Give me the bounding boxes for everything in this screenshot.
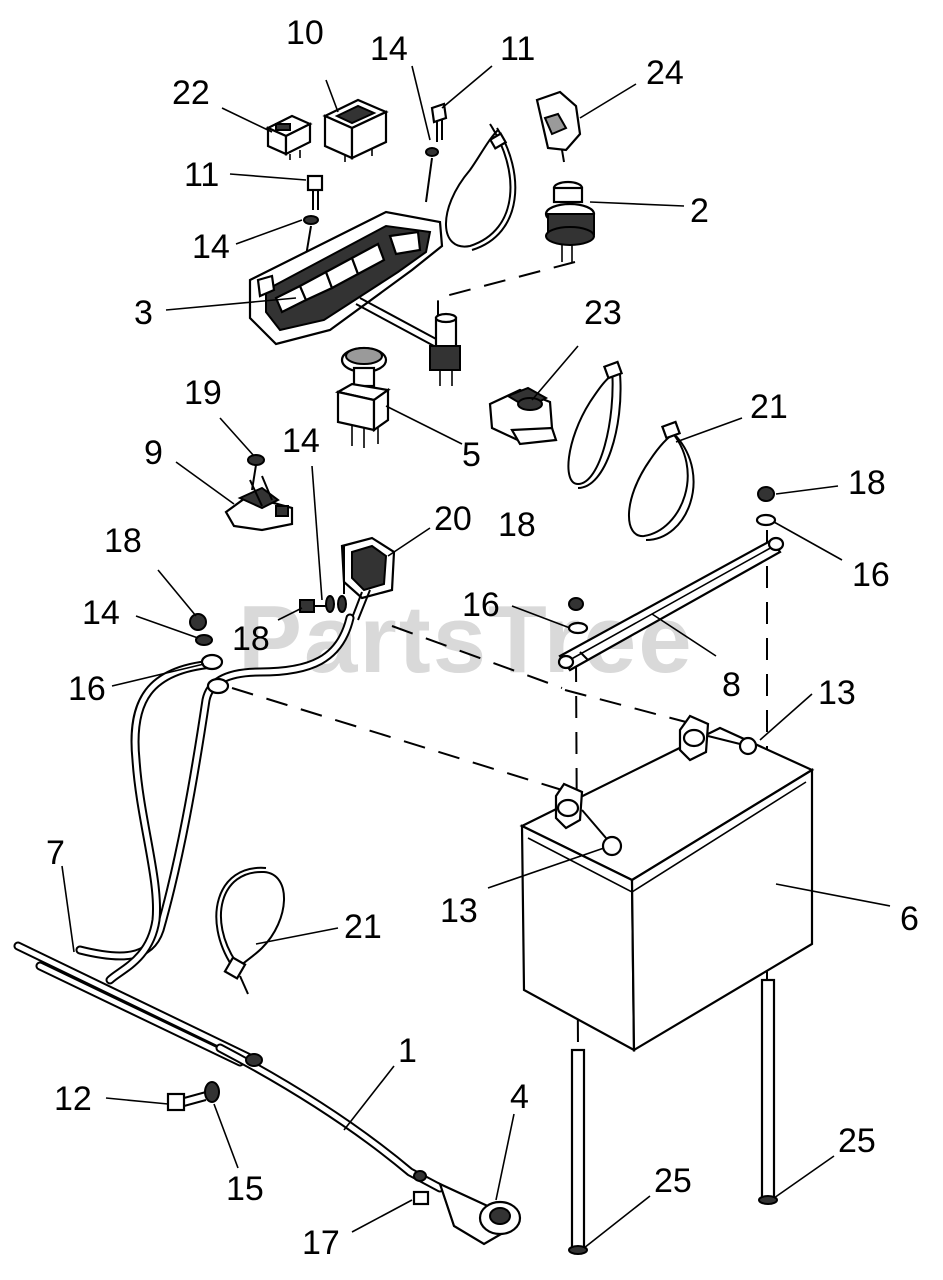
callout-14: 14 — [282, 422, 320, 460]
callout-13: 13 — [440, 892, 478, 930]
part-20-seat-switch — [340, 536, 396, 621]
part-13-terminal-bolt-front — [581, 809, 623, 857]
callout-18: 18 — [232, 620, 270, 658]
callout-2: 2 — [690, 192, 709, 230]
part-2-ignition-switch — [544, 180, 596, 262]
part-25-j-bolt-left — [568, 1048, 588, 1255]
part-7-battery-cable — [75, 613, 355, 985]
callout-20: 20 — [434, 500, 472, 538]
part-11-bolt-left — [306, 174, 324, 210]
part-23-relay — [488, 386, 558, 446]
callout-17: 17 — [302, 1224, 340, 1262]
callout-25: 25 — [838, 1122, 876, 1160]
part-24-ignition-key — [535, 90, 582, 163]
callout-5: 5 — [462, 436, 481, 474]
part-4-cable-terminal — [438, 1181, 522, 1246]
part-11-bolt-top — [430, 102, 448, 142]
part-14-washer-left — [303, 215, 319, 263]
callout-11: 11 — [500, 30, 535, 68]
part-19-screw — [247, 454, 265, 491]
callout-14: 14 — [82, 594, 120, 632]
part-15-washer — [204, 1081, 220, 1103]
part-18-nut-bar-right — [757, 486, 775, 502]
part-22-rocker-switch — [265, 114, 313, 160]
cable-tie-lower — [215, 866, 285, 995]
callout-18: 18 — [498, 506, 536, 544]
part-16-washer-bar-right — [755, 513, 777, 527]
part-12-bolt — [166, 1091, 207, 1112]
leader-lines — [61, 65, 891, 1249]
callout-1: 1 — [398, 1032, 417, 1070]
callout-11: 11 — [184, 156, 219, 194]
part-10-rocker-switch — [322, 98, 389, 162]
part-16-washer-left — [200, 653, 230, 695]
part-8-battery-hold-down — [557, 536, 785, 672]
part-25-j-bolt-right — [758, 978, 778, 1205]
callout-3: 3 — [134, 294, 153, 332]
cable-tie-mid-left — [567, 360, 624, 489]
callout-15: 15 — [226, 1170, 264, 1208]
callout-16: 16 — [68, 670, 106, 708]
callout-4: 4 — [510, 1078, 529, 1116]
callout-18: 18 — [104, 522, 142, 560]
callout-16: 16 — [852, 556, 890, 594]
part-16-washer-bar-left — [567, 621, 589, 635]
part-6-battery — [519, 714, 815, 1052]
part-13-terminal-bolt-rear — [707, 735, 758, 756]
part-18-nut-left — [189, 613, 207, 631]
harness-connector — [429, 312, 461, 386]
callout-25: 25 — [654, 1162, 692, 1200]
part-1-ground-cable — [13, 941, 445, 1193]
part-3-dash-panel — [248, 210, 444, 347]
callout-6: 6 — [900, 900, 919, 938]
part-5-pto-switch — [334, 346, 391, 448]
callout-13: 13 — [818, 674, 856, 712]
callout-24: 24 — [646, 54, 684, 92]
callout-14: 14 — [192, 228, 230, 266]
part-14-washer-left-lower — [195, 634, 213, 646]
callout-21: 21 — [750, 388, 788, 426]
callout-21: 21 — [344, 908, 382, 946]
callout-8: 8 — [722, 666, 741, 704]
callout-7: 7 — [46, 834, 65, 872]
callout-19: 19 — [184, 374, 222, 412]
part-14-washer-top — [425, 147, 439, 203]
part-9-interlock-switch — [224, 475, 294, 532]
part-17-nut — [412, 1190, 430, 1206]
callout-22: 22 — [172, 74, 210, 112]
callout-23: 23 — [584, 294, 622, 332]
part-18-nut-mid — [299, 599, 326, 613]
callout-14: 14 — [370, 30, 408, 68]
callout-12: 12 — [54, 1080, 92, 1118]
part-14-washer-mid — [325, 546, 347, 613]
callout-9: 9 — [144, 434, 163, 472]
callout-18: 18 — [848, 464, 886, 502]
callout-16: 16 — [462, 586, 500, 624]
cable-tie-mid-right — [628, 420, 695, 541]
cable-tie-top — [445, 123, 517, 251]
callout-10: 10 — [286, 14, 324, 52]
callout-labels: 10 14 11 24 22 11 2 14 3 23 19 21 14 9 5… — [46, 14, 919, 1262]
part-18-nut-bar-left — [568, 597, 584, 611]
